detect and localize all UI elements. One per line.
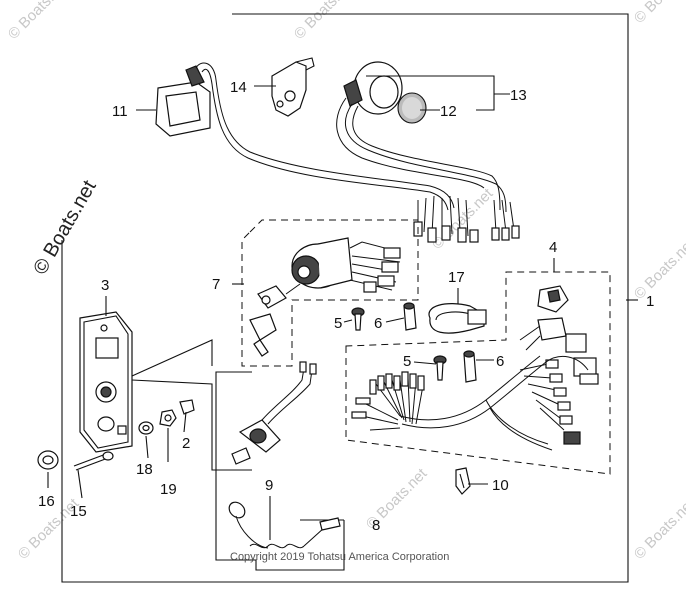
callout-15: 15 xyxy=(70,503,87,520)
callout-2: 2 xyxy=(182,435,190,452)
callout-6-lower: 6 xyxy=(496,353,504,370)
watermark-top-center: © Boats.net xyxy=(291,0,359,43)
part-19-nut xyxy=(159,409,177,427)
part-6-sleeve-upper xyxy=(403,302,417,331)
part-13-gauge xyxy=(336,61,507,213)
part-15-screw xyxy=(73,451,114,471)
part-17-clamp xyxy=(428,303,487,334)
callout-16: 16 xyxy=(38,493,55,510)
part-14-bracket xyxy=(271,57,315,117)
callout-1: 1 xyxy=(646,293,654,310)
leader-lines xyxy=(47,75,638,540)
part-8-group-outline xyxy=(215,371,345,571)
part-8-stop-switch xyxy=(231,361,317,465)
callout-5-lower: 5 xyxy=(403,353,411,370)
watermark-top-right: © Boats.net xyxy=(631,0,686,27)
callout-8: 8 xyxy=(372,517,380,534)
part-5-screw-lower xyxy=(433,355,447,381)
part-11-switch xyxy=(155,62,455,211)
part-7-group-outline xyxy=(241,219,419,367)
callout-5-upper: 5 xyxy=(334,315,342,332)
callout-13: 13 xyxy=(510,87,527,104)
part-12-gauge-cover xyxy=(397,92,427,124)
part-6-sleeve-lower xyxy=(463,350,477,383)
part-7-ignition-switch xyxy=(249,237,401,357)
panel-leader-lines xyxy=(131,339,252,471)
callout-19: 19 xyxy=(160,481,177,498)
callout-12: 12 xyxy=(440,103,457,120)
copyright-notice: Copyright 2019 Tohatsu America Corporati… xyxy=(230,551,449,563)
part-1-group-outline xyxy=(345,271,611,475)
part-9-lanyard xyxy=(228,501,341,549)
part-2-nut xyxy=(179,399,195,415)
watermark-right: © Boats.net xyxy=(631,235,686,303)
part-5-screw-upper xyxy=(351,307,365,331)
part-16-nut xyxy=(37,450,59,470)
callout-10: 10 xyxy=(492,477,509,494)
callout-18: 18 xyxy=(136,461,153,478)
callout-14: 14 xyxy=(230,79,247,96)
part-3-switch-panel xyxy=(79,311,133,453)
callout-7: 7 xyxy=(212,276,220,293)
watermark-middle: © Boats.net xyxy=(429,185,497,253)
callout-11: 11 xyxy=(112,103,128,120)
diagram-frame xyxy=(61,13,629,583)
part-10-clip xyxy=(455,467,471,495)
callout-numbers: 11 14 12 13 7 3 4 1 5 6 17 5 6 2 18 19 1… xyxy=(38,79,654,534)
callout-6-upper: 6 xyxy=(374,315,382,332)
callout-9: 9 xyxy=(265,477,273,494)
watermark-top-left: © Boats.net xyxy=(5,0,73,43)
callout-4: 4 xyxy=(549,239,557,256)
part-4-main-harness xyxy=(351,285,599,451)
part-18-washer xyxy=(138,421,154,435)
boats-net-mark: © Boats.net xyxy=(29,176,101,278)
callout-17: 17 xyxy=(448,269,465,286)
watermark-bottom-right: © Boats.net xyxy=(631,495,686,563)
callout-3: 3 xyxy=(101,277,109,294)
